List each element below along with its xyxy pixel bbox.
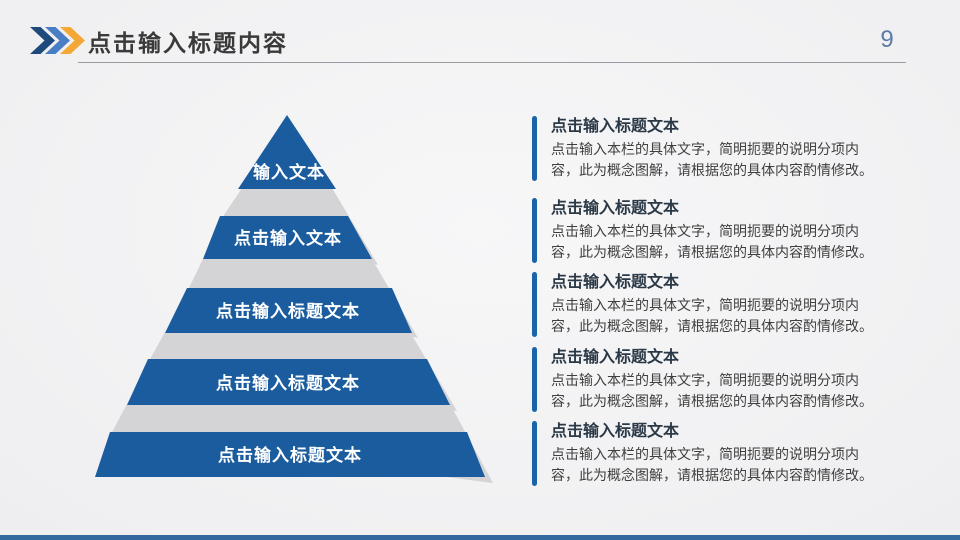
entry-body[interactable]: 点击输入本栏的具体文字，简明扼要的说明分项内容，此为概念图解，请根据您的具体内容… <box>551 372 873 409</box>
pyramid-tier-3[interactable] <box>165 288 412 333</box>
slide-title-placeholder[interactable]: 点击输入标题内容 <box>88 30 288 56</box>
pyramid-tier-5[interactable] <box>95 432 485 477</box>
pyramid-tier-2[interactable] <box>203 216 372 259</box>
entry-accent-bar <box>532 198 537 263</box>
entry-body[interactable]: 点击输入本栏的具体文字，简明扼要的说明分项内容，此为概念图解，请根据您的具体内容… <box>551 141 873 178</box>
slide-header: 点击输入标题内容 9 <box>0 0 960 70</box>
entry-body[interactable]: 点击输入本栏的具体文字，简明扼要的说明分项内容，此为概念图解，请根据您的具体内容… <box>551 223 873 260</box>
header-divider <box>78 62 906 63</box>
page-number: 9 <box>880 26 894 53</box>
entry-title[interactable]: 点击输入标题文本 <box>551 274 680 291</box>
entry-accent-bar <box>532 421 537 486</box>
footer-accent-bar <box>0 535 960 540</box>
entry-block-2[interactable]: 点击输入标题文本 点击输入本栏的具体文字，简明扼要的说明分项内容，此为概念图解，… <box>532 198 892 263</box>
entry-title[interactable]: 点击输入标题文本 <box>551 118 680 135</box>
entry-block-3[interactable]: 点击输入标题文本 点击输入本栏的具体文字，简明扼要的说明分项内容，此为概念图解，… <box>532 272 892 337</box>
entry-body[interactable]: 点击输入本栏的具体文字，简明扼要的说明分项内容，此为概念图解，请根据您的具体内容… <box>551 446 873 483</box>
triple-chevron-right-icon <box>30 27 85 54</box>
entry-accent-bar <box>532 347 537 412</box>
entry-block-4[interactable]: 点击输入标题文本 点击输入本栏的具体文字，简明扼要的说明分项内容，此为概念图解，… <box>532 347 892 412</box>
entry-title[interactable]: 点击输入标题文本 <box>551 200 680 217</box>
entry-body[interactable]: 点击输入本栏的具体文字，简明扼要的说明分项内容，此为概念图解，请根据您的具体内容… <box>551 297 873 334</box>
pyramid-tier-1-label[interactable]: 输入文本 <box>253 162 325 182</box>
entry-accent-bar <box>532 116 537 181</box>
entry-block-1[interactable]: 点击输入标题文本 点击输入本栏的具体文字，简明扼要的说明分项内容，此为概念图解，… <box>532 116 892 181</box>
pyramid-tier-1[interactable] <box>238 115 336 189</box>
pyramid-tier-4[interactable] <box>127 359 450 405</box>
pyramid-tier-2-label[interactable]: 点击输入文本 <box>234 228 342 248</box>
pyramid-tier-5-label[interactable]: 点击输入标题文本 <box>218 445 362 465</box>
entry-accent-bar <box>532 272 537 337</box>
entry-title[interactable]: 点击输入标题文本 <box>551 349 680 366</box>
pyramid-tier-4-label[interactable]: 点击输入标题文本 <box>216 373 360 393</box>
entry-title[interactable]: 点击输入标题文本 <box>551 423 680 440</box>
pyramid-tier-3-label[interactable]: 点击输入标题文本 <box>216 301 360 321</box>
entry-block-5[interactable]: 点击输入标题文本 点击输入本栏的具体文字，简明扼要的说明分项内容，此为概念图解，… <box>532 421 892 486</box>
